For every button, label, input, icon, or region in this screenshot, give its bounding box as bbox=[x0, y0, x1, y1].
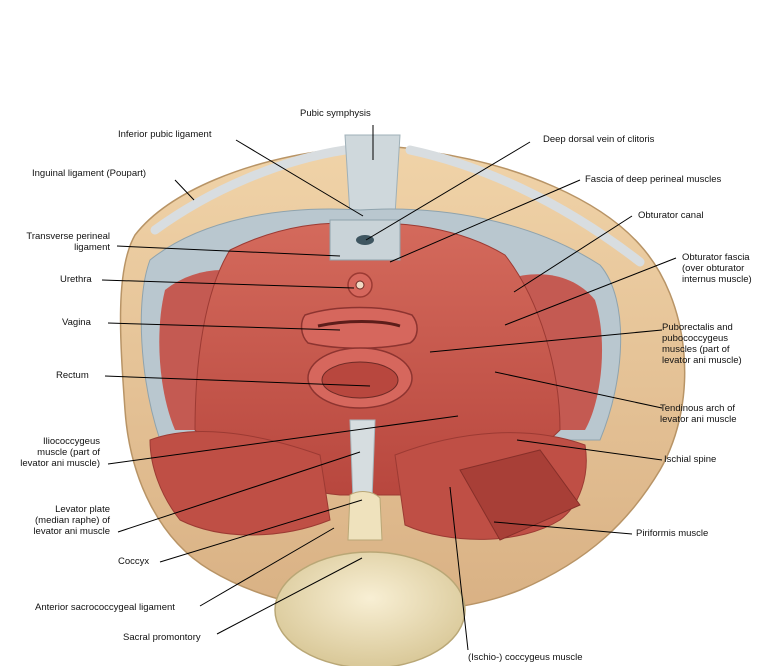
label-piriformis-muscle: Piriformis muscle bbox=[636, 528, 709, 539]
inguinal-ligament-right bbox=[405, 145, 645, 267]
vagina-lumen bbox=[317, 320, 401, 328]
label-puborectalis: Puborectalis and pubococcygeus muscles (… bbox=[662, 322, 742, 366]
label-ischial-spine: Ischial spine bbox=[664, 454, 717, 465]
label-sacral-promontory: Sacral promontory bbox=[123, 632, 201, 643]
label-tendinous-arch: Tendinous arch of levator ani muscle bbox=[660, 403, 737, 425]
label-rectum: Rectum bbox=[56, 370, 89, 381]
coccyx bbox=[347, 491, 383, 541]
piriformis-muscle bbox=[459, 449, 581, 541]
iliococcygeus-left bbox=[149, 431, 331, 536]
label-deep-dorsal-vein: Deep dorsal vein of clitoris bbox=[543, 134, 655, 145]
label-obturator-canal: Obturator canal bbox=[638, 210, 704, 221]
label-anterior-sacrococcygeal-ligament: Anterior sacrococcygeal ligament bbox=[35, 602, 175, 613]
levator-plate bbox=[349, 419, 376, 501]
vagina bbox=[300, 306, 418, 349]
label-ischio-coccygeus: (Ischio-) coccygeus muscle bbox=[468, 652, 583, 663]
rectum-lumen bbox=[321, 361, 399, 399]
label-coccyx: Coccyx bbox=[118, 556, 150, 567]
label-inferior-pubic-ligament: Inferior pubic ligament bbox=[118, 129, 212, 140]
label-urethra: Urethra bbox=[60, 274, 92, 285]
label-levator-plate: Levator plate (median raphe) of levator … bbox=[33, 504, 110, 537]
leader-lines bbox=[101, 125, 677, 651]
label-transverse-perineal-ligament: Transverse perineal ligament bbox=[26, 231, 110, 253]
sacral-promontory bbox=[274, 551, 466, 666]
label-inguinal-ligament: Inguinal ligament (Poupart) bbox=[32, 168, 147, 179]
inguinal-ligament-left bbox=[150, 145, 350, 235]
label-obturator-fascia: Obturator fascia (over obturator internu… bbox=[682, 252, 752, 285]
label-fascia-deep-perineal: Fascia of deep perineal muscles bbox=[585, 174, 722, 185]
label-pubic-symphysis: Pubic symphysis bbox=[300, 108, 371, 119]
label-vagina: Vagina bbox=[62, 317, 91, 328]
label-iliococcygeus: Iliococcygeus muscle (part of levator an… bbox=[20, 436, 100, 469]
urethra-lumen bbox=[355, 280, 365, 290]
